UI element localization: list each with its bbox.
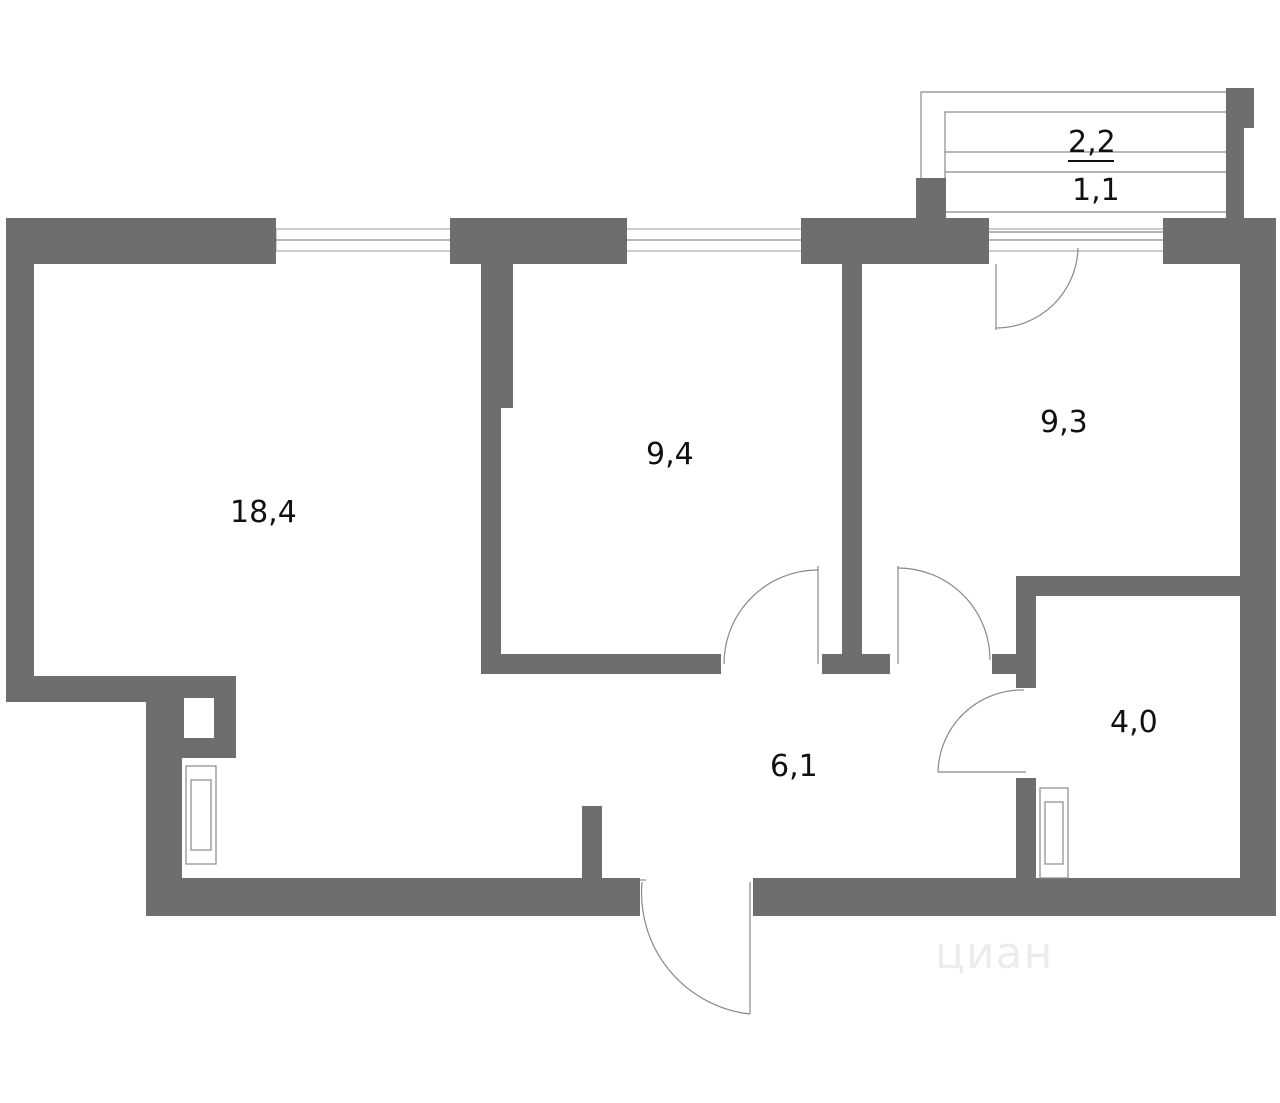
- room-area-kitchen: 9,3: [1040, 405, 1088, 440]
- watermark-logo: циан: [935, 928, 1054, 979]
- radiators: [185, 765, 1069, 879]
- balcony-area-total: 2,2: [1068, 125, 1116, 160]
- room-area-bathroom: 4,0: [1110, 705, 1158, 740]
- windows: [275, 228, 1165, 252]
- walls: [6, 88, 1276, 916]
- room-area-living: 18,4: [230, 495, 297, 530]
- doors: [640, 247, 1079, 1015]
- room-area-bedroom: 9,4: [646, 437, 694, 472]
- room-area-hallway: 6,1: [770, 749, 818, 784]
- balcony-area-reduced: 1,1: [1072, 173, 1120, 208]
